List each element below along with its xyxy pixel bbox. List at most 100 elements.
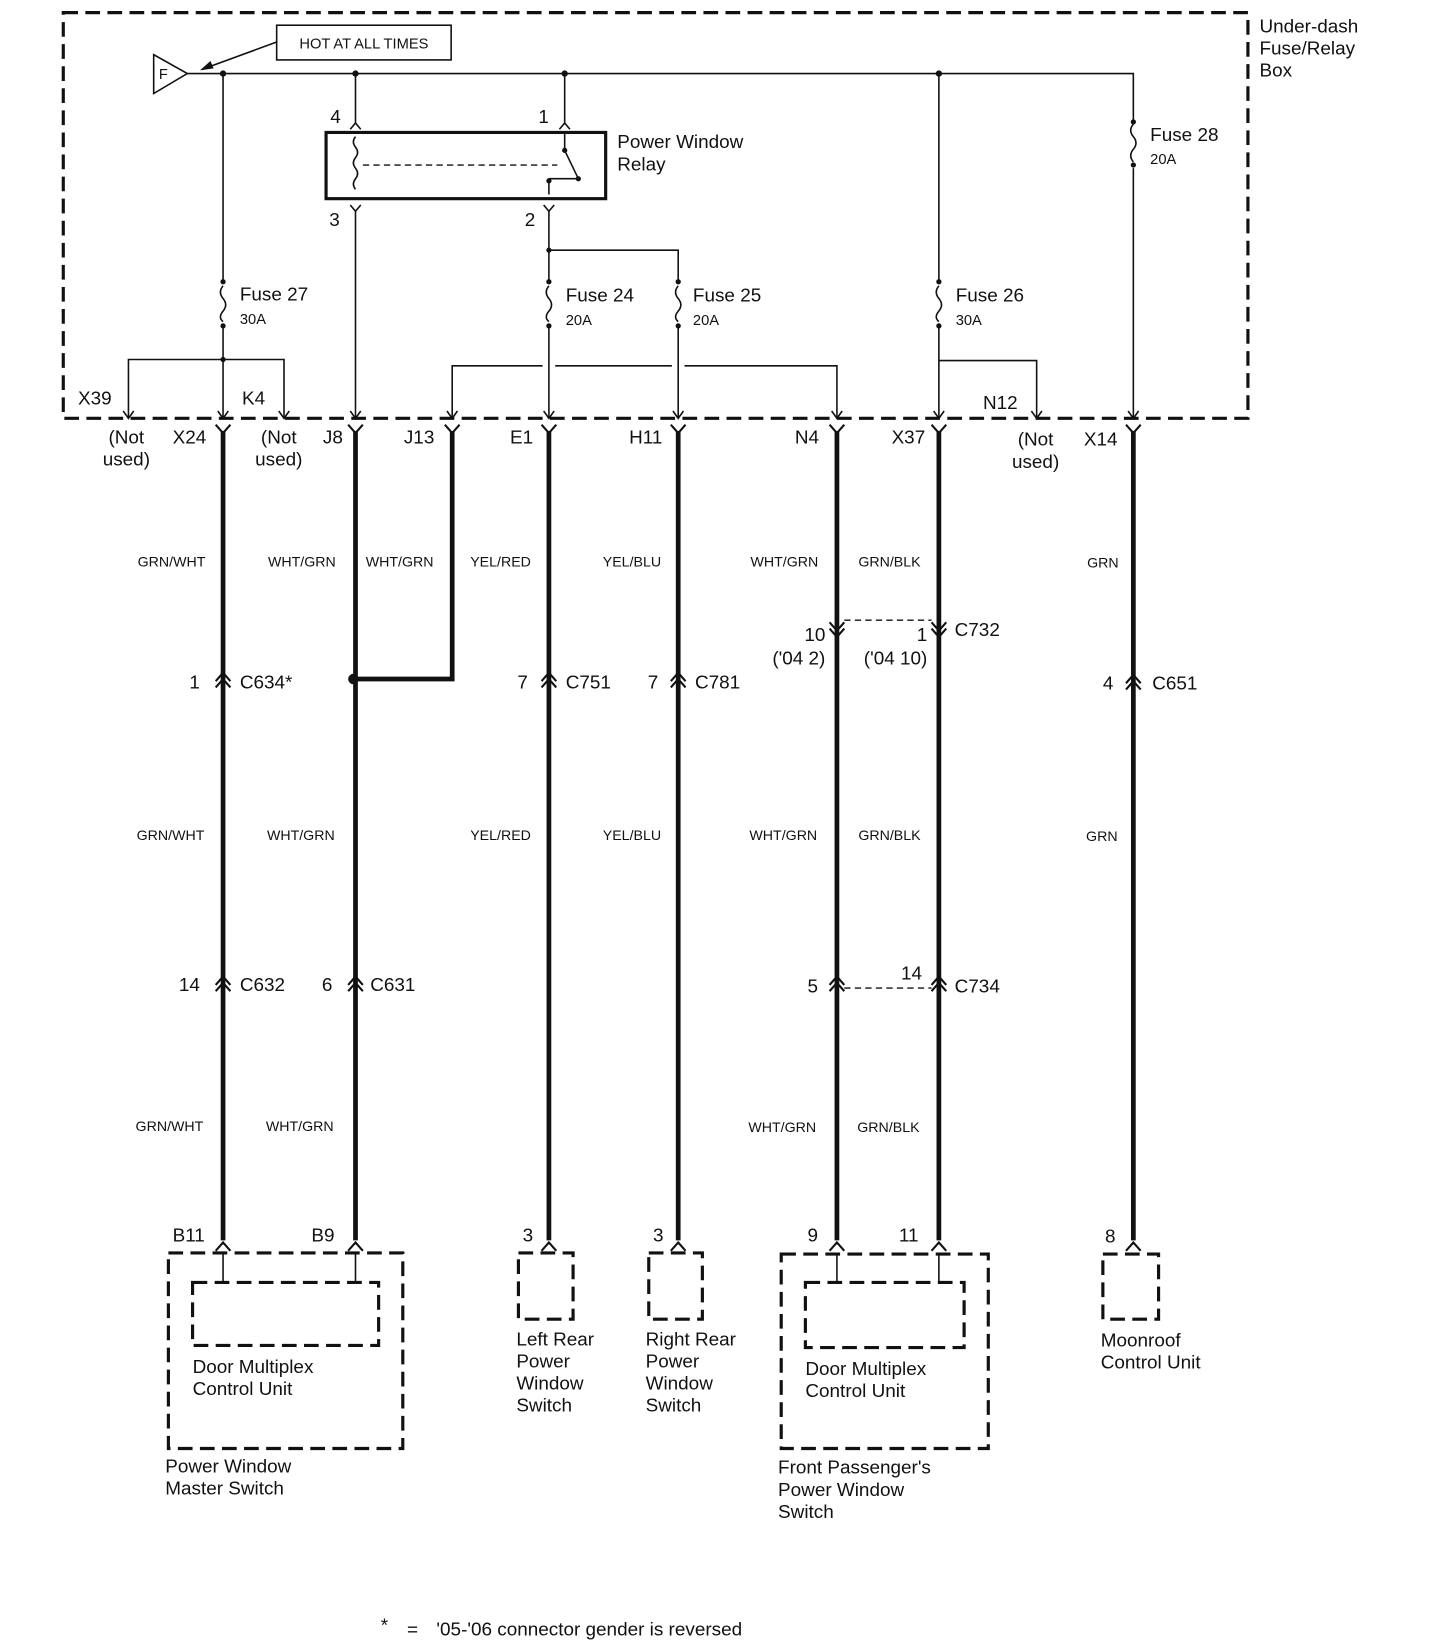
terminal-k4: K4 [242,389,265,410]
fuse-28-rating: 20A [1150,152,1176,168]
relay-coil-icon [352,136,359,190]
moonroof-control-unit [1101,1252,1161,1321]
terminal-arrows [122,410,1140,420]
junction-dot [220,356,226,363]
junction-dot [546,247,552,253]
c732-pin-b-alt: ('04 10) [864,648,928,669]
wire-color: YEL/RED [470,555,531,571]
wire-color: GRN [1086,829,1118,845]
master-door-multiplex-control-unit [190,1280,381,1348]
not-used-3b: used) [1012,452,1059,473]
footnote-text: '05-'06 connector gender is reversed [436,1620,742,1641]
c631-name: C631 [370,975,415,996]
c632-name: C632 [240,975,285,996]
not-used-1a: (Not [108,428,144,449]
relay-switch-icon [548,132,580,195]
fuse-28-icon [1129,123,1137,163]
c734-pin-a: 5 [807,976,818,997]
fuse-26-icon [935,285,943,323]
fuse-24-25-icons [545,285,682,323]
right-rear-label-4: Switch [646,1396,702,1417]
c631-pin: 6 [322,975,333,996]
power-window-relay [324,130,608,201]
relay-pin-connectors [349,121,571,213]
terminal-h11: H11 [629,428,662,449]
left-rear-label-3: Window [516,1374,584,1395]
moonroof-label-1: Moonroof [1101,1331,1182,1352]
c732-name: C732 [955,620,1000,641]
master-pin-b9: B9 [311,1225,334,1246]
wire-color: GRN/WHT [136,1119,204,1135]
wire-j13-n4-branch [451,365,838,419]
fuse-25-rating: 20A [693,313,719,329]
terminal-x39: X39 [78,389,112,410]
main-bus [187,72,1135,121]
relay-label-2: Relay [617,154,666,175]
not-used-3a: (Not [1018,430,1054,451]
fuse-27-rating: 30A [240,312,266,328]
relay-pin-1: 1 [538,107,549,128]
right-rear-power-window-switch [647,1251,704,1321]
fuse-27-name: Fuse 27 [240,285,308,306]
c734-pin-b: 14 [901,964,922,985]
splice-dot [348,673,359,685]
power-source-symbol: F [159,67,168,83]
master-label-2: Master Switch [165,1479,284,1500]
fuse-24-rating: 20A [566,313,592,329]
wire-x39-k4-branch [127,358,285,419]
internal-leads [222,1252,357,1283]
relay-label-1: Power Window [617,132,743,153]
master-pin-b11: B11 [173,1225,205,1246]
left-rear-label-4: Switch [516,1396,572,1417]
wire-color: WHT/GRN [750,555,818,571]
right-rear-label-1: Right Rear [646,1329,736,1350]
wire-color: GRN/WHT [138,555,206,571]
moonroof-pin: 8 [1105,1226,1116,1247]
c634-name: C634* [240,673,293,694]
not-used-2a: (Not [261,428,297,449]
power-source-triangle [152,53,189,95]
not-used-1b: used) [103,450,150,471]
fuse-box-label-2: Fuse/Relay [1259,39,1355,60]
left-rear-label-1: Left Rear [516,1329,594,1350]
c734-name: C734 [955,976,1000,997]
relay-contact [575,176,581,182]
wire-color: YEL/BLU [603,828,661,844]
power-window-master-switch [166,1251,405,1451]
wire-j13-splice [357,430,455,682]
component-connectors [214,1240,1142,1252]
wire-color: WHT/GRN [266,1119,334,1135]
left-rear-label-2: Power [516,1352,570,1373]
relay-pin-2: 2 [525,210,536,231]
wire-color: GRN/WHT [137,828,205,844]
wire-color: GRN [1087,556,1119,572]
fuse-terminal [1130,162,1136,168]
c732-pin-b: 1 [917,625,928,646]
wire-color: WHT/GRN [267,828,335,844]
c751-name: C751 [566,673,611,694]
wire-color: WHT/GRN [268,555,336,571]
terminal-j8: J8 [323,428,343,449]
fuse-terminal [936,323,942,329]
fuse-terminal [220,279,226,285]
arrowhead-icon [199,60,214,71]
footnote-star: * [381,1615,389,1636]
wire-color: WHT/GRN [748,1120,816,1136]
fuse-25-name: Fuse 25 [693,286,761,307]
fuse-terminal [1130,119,1136,125]
passenger-label-3: Switch [778,1502,834,1523]
fuse-27-icon [219,285,227,323]
hot-arrow [201,41,277,71]
fuse-terminal [546,323,552,329]
wire-color: GRN/BLK [857,1120,920,1136]
fuse-terminal [675,323,681,329]
wire-color: GRN/BLK [858,555,921,571]
wire-fuse25-branch [548,249,679,419]
right-rear-label-2: Power [646,1352,700,1373]
fuse-box-label-3: Box [1259,61,1292,82]
c732-pin-a: 10 [804,625,825,646]
fuse-26-rating: 30A [956,313,982,329]
right-rear-pin: 3 [653,1225,664,1246]
terminal-x14: X14 [1084,430,1118,451]
